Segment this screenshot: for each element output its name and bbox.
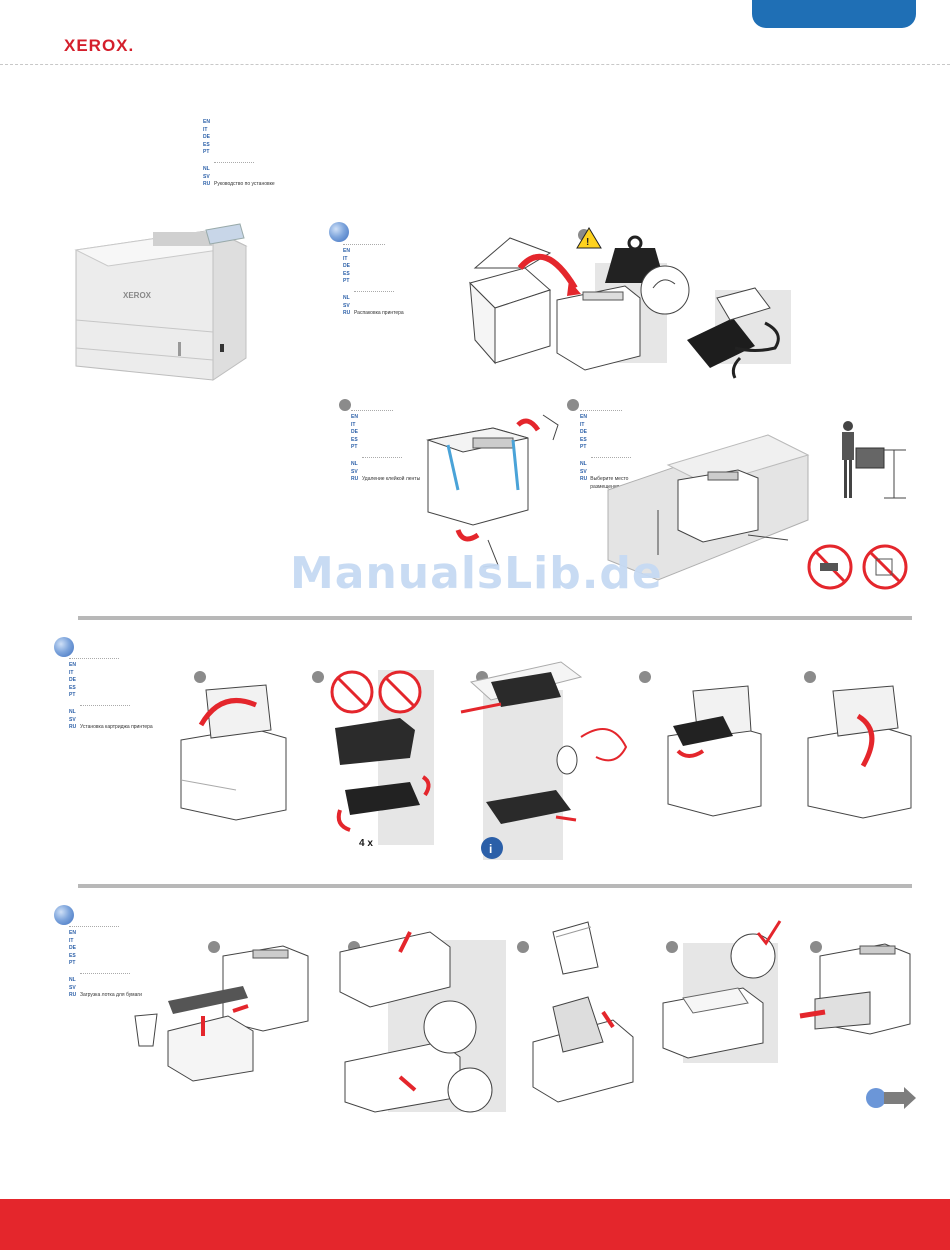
intro-title: Руководство по установке [214, 181, 275, 188]
header-divider [0, 64, 950, 65]
insert-tray-illustration [799, 943, 911, 1035]
paper-sub-3 [517, 941, 529, 953]
cartridge-sub-1 [194, 671, 206, 683]
load-paper-illustration [532, 921, 634, 1103]
step-3-title: Выберите место размещения [590, 476, 629, 490]
svg-text:XEROX: XEROX [123, 291, 152, 300]
no-plug-icons [807, 544, 908, 590]
remove-seal-illustration: i [460, 661, 628, 860]
paper-title: Загрузка лотка для бумаги [80, 992, 142, 999]
paper-sub-1 [208, 941, 220, 953]
unwrap-cartridge-illustration [330, 670, 434, 845]
cartridge-title: Установка картриджа принтера [80, 724, 153, 731]
cartridge-sub-4 [639, 671, 651, 683]
step-3-number [567, 399, 579, 411]
step-1-circle [329, 222, 349, 242]
open-cover-illustration [180, 684, 287, 821]
footer-bar [0, 1199, 950, 1250]
cartridge-sub-5 [804, 671, 816, 683]
header-tab [752, 0, 916, 28]
close-cover-illustration [807, 685, 912, 819]
step-1-title: Распаковка принтера [354, 310, 404, 317]
room-placement-illustration [607, 434, 810, 581]
xerox-logo: XEROX. [64, 36, 135, 55]
remove-tape-illustration [426, 414, 559, 568]
next-step-arrow[interactable] [866, 1087, 918, 1109]
step-2-circle [54, 637, 74, 657]
step-3-circle [54, 905, 74, 925]
paper-sub-5 [810, 941, 822, 953]
svg-text:i: i [489, 842, 492, 856]
svg-text:!: ! [586, 237, 589, 248]
height-clearance-illustration [842, 421, 906, 499]
watermark: ManualsLib.de [290, 548, 663, 599]
adjust-guides-illustration [339, 931, 506, 1113]
insert-cartridge-illustration [667, 685, 762, 817]
remove-tray-packing-illustration [134, 945, 309, 1082]
paper-sub-4 [666, 941, 678, 953]
printer-illustration: XEROX [74, 223, 248, 381]
shake-count: 4 x [359, 838, 373, 849]
section-divider-1 [78, 616, 912, 620]
section-divider-2 [78, 884, 912, 888]
step-2-number [339, 399, 351, 411]
unpacking-illustration: ! [469, 227, 791, 379]
check-fill-line-illustration [662, 920, 782, 1063]
cartridge-sub-2 [312, 671, 324, 683]
step-2-title: Удаление клейкой ленты [362, 476, 421, 483]
